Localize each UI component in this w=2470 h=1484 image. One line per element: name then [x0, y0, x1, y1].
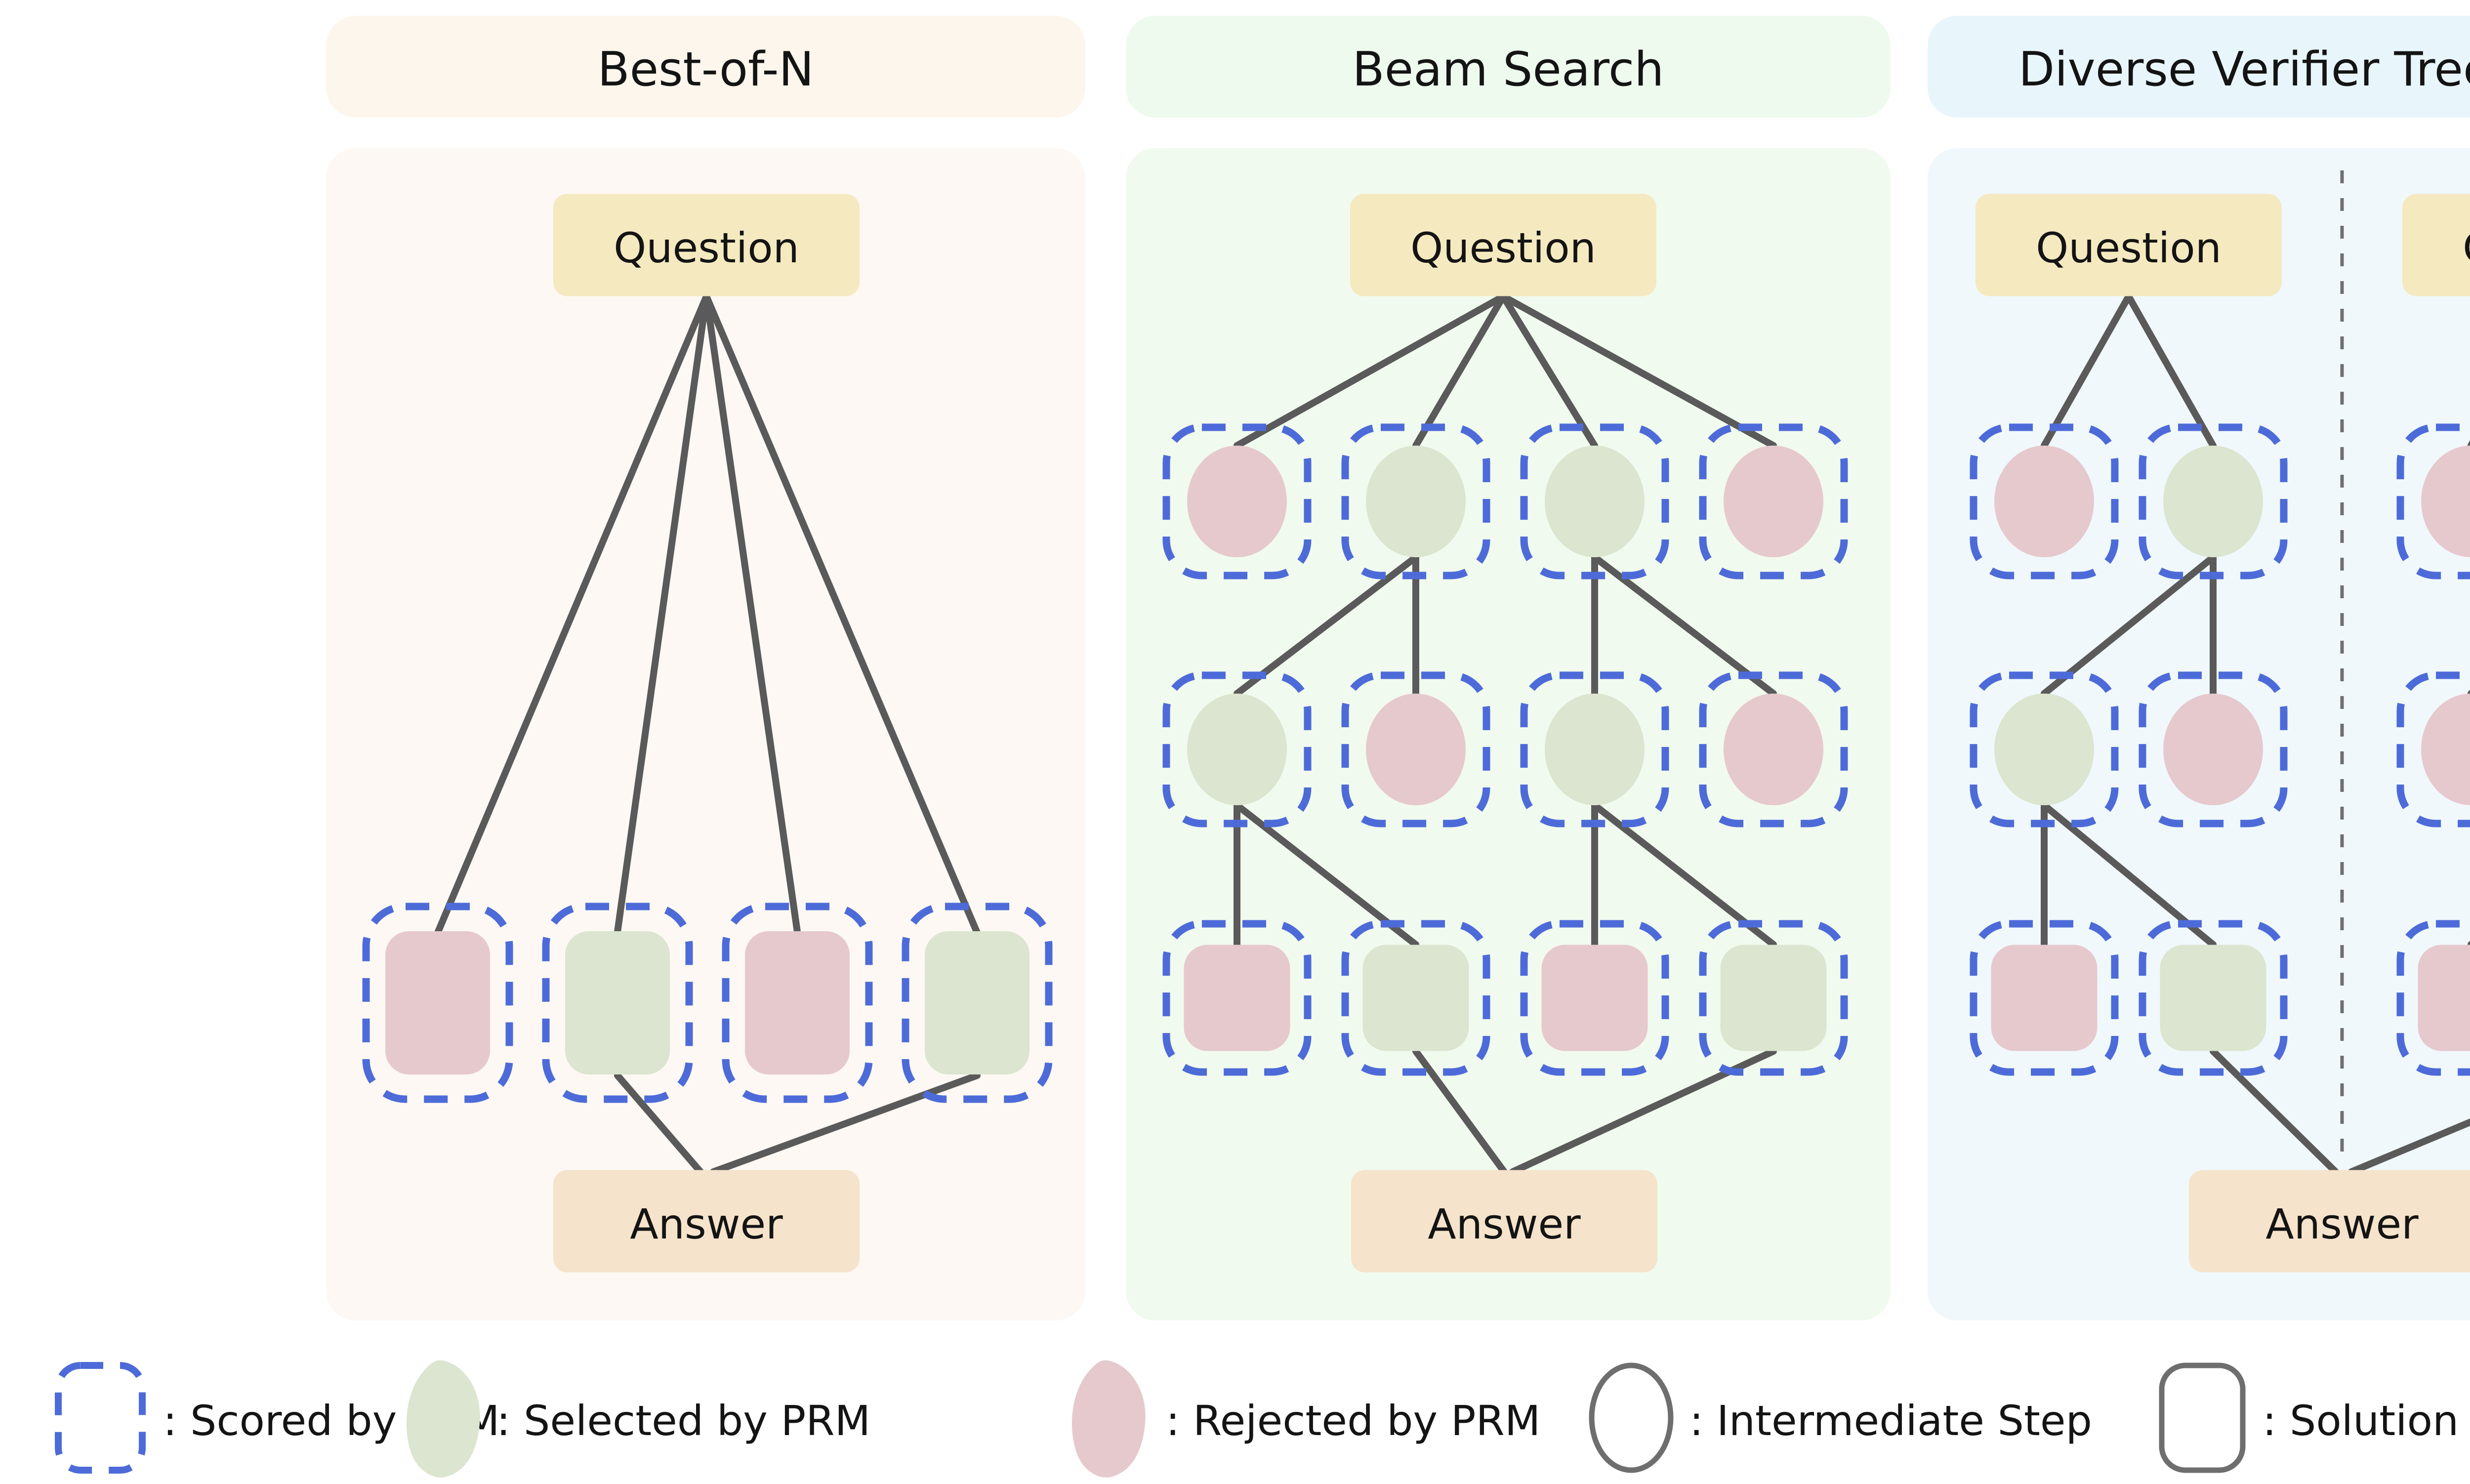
selected-step-circle [1994, 694, 2094, 805]
rejected-solution-square [385, 931, 490, 1074]
selected-solution-square [1721, 945, 1827, 1051]
question-label: Question [614, 224, 799, 272]
legend-label: : Selected by PRM [496, 1397, 870, 1445]
legend-label: : Solution / Step with Final Answer [2263, 1397, 2470, 1445]
intermediate-step-icon [1592, 1365, 1671, 1470]
rejected-solution-square [745, 931, 850, 1074]
rejected-step-circle [1366, 694, 1466, 805]
question-label: Question [1410, 224, 1596, 272]
answer-label: Answer [630, 1200, 783, 1248]
selected-solution-square [565, 931, 670, 1074]
legend-item: : Selected by PRM [407, 1360, 870, 1477]
answer-label: Answer [2265, 1200, 2419, 1248]
solution-step-icon [2162, 1365, 2243, 1470]
selected-step-circle [1187, 694, 1287, 805]
rejected-solution-square [1991, 945, 2098, 1051]
rejected-step-circle [1724, 446, 1823, 557]
rejected-step-circle [1994, 446, 2094, 557]
rejected-step-circle [2163, 694, 2263, 805]
scored-by-prm-icon [58, 1365, 142, 1470]
answer-label: Answer [1428, 1200, 1581, 1248]
selected-step-circle [2163, 446, 2263, 557]
question-box [2402, 194, 2470, 296]
question-label: Question [2036, 224, 2222, 272]
rejected-solution-square [1542, 945, 1648, 1051]
question-label: Question [2463, 224, 2470, 272]
panel-title: Beam Search [1353, 42, 1664, 97]
legend-label: : Intermediate Step [1689, 1397, 2092, 1445]
selected-by-prm-icon [407, 1360, 480, 1477]
legend-item: : Solution / Step with Final Answer [2162, 1365, 2470, 1470]
legend-item: : Intermediate Step [1592, 1365, 2092, 1470]
rejected-solution-square [1184, 945, 1290, 1051]
rejected-solution-square [2418, 945, 2470, 1051]
legend-label: : Rejected by PRM [1166, 1397, 1540, 1445]
panel-title: Best-of-N [597, 42, 814, 97]
selected-step-circle [1545, 694, 1645, 805]
legend-item: : Rejected by PRM [1072, 1360, 1540, 1477]
selected-solution-square [2160, 945, 2266, 1051]
selected-step-circle [1545, 446, 1645, 557]
panel-title: Diverse Verifier Tree Search [2018, 42, 2470, 97]
rejected-by-prm-icon [1072, 1360, 1146, 1477]
selected-solution-square [1363, 945, 1469, 1051]
rejected-step-circle [1724, 694, 1823, 805]
selected-step-circle [1366, 446, 1466, 557]
legend: : Scored by PRM: Selected by PRM: Reject… [58, 1360, 2470, 1477]
rejected-step-circle [1187, 446, 1287, 557]
selected-solution-square [925, 931, 1029, 1074]
